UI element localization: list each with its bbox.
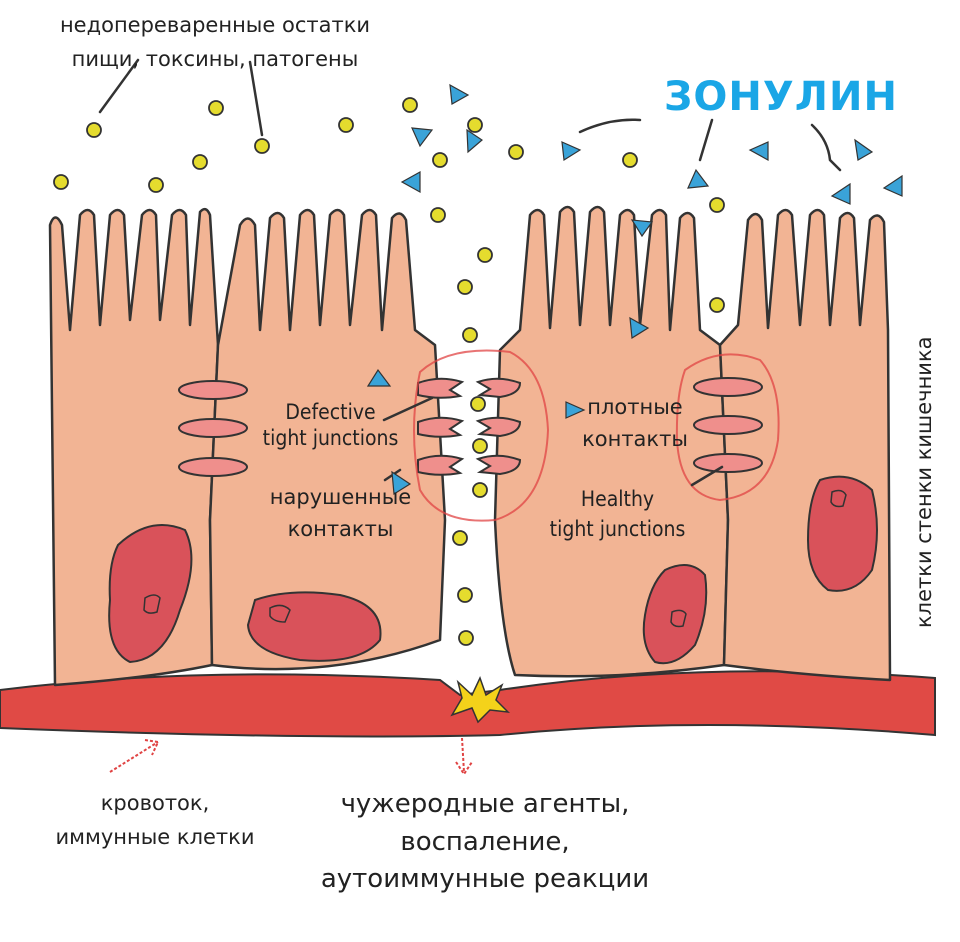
nucleus-4 [806, 475, 878, 592]
defective-en-line2: tight junctions [262, 426, 399, 451]
defective-en-line1: Defective [285, 400, 376, 424]
top-debris-line2: пищи, токсины, патогены [71, 47, 359, 72]
wall-cells-label: клетки стенки кишечника [912, 336, 936, 628]
healthy-en-line1: Healthy [580, 487, 655, 511]
red-arrows [109, 737, 473, 776]
junctions-left-healthy [178, 380, 248, 477]
nucleus-2 [246, 591, 382, 662]
healthy-ru-line2: контакты [582, 427, 688, 452]
defective-ru-label: нарушенные контакты [258, 484, 423, 543]
top-debris-line1: недопереваренные остатки [59, 13, 371, 37]
zonulin-molecules [366, 83, 903, 496]
result-line1: чужеродные агенты, [340, 789, 630, 819]
zonulin-label: ЗОНУЛИН [664, 74, 898, 120]
result-line3: аутоиммунные реакции [320, 864, 650, 895]
blood-line2: иммунные клетки [55, 825, 255, 850]
nucleus-1 [108, 524, 193, 664]
result-label: чужеродные агенты, воспаление, аутоиммун… [280, 786, 690, 899]
healthy-en-label: Healthy tight junctions [530, 486, 705, 543]
intestinal-cell-4 [718, 208, 892, 682]
healthy-ru-line1: плотные [587, 395, 683, 419]
result-line2: воспаление, [400, 826, 570, 857]
healthy-ru-label: плотные контакты [580, 394, 690, 453]
blood-line1: кровоток, [100, 791, 210, 815]
pointer-lines [98, 58, 842, 487]
intestinal-cell-1 [48, 207, 220, 687]
defective-highlight-circle [413, 349, 550, 522]
defective-ru-line1: нарушенные [269, 485, 412, 509]
intestinal-cell-2 [208, 208, 447, 671]
defective-ru-line2: контакты [287, 517, 394, 542]
junctions-healthy [693, 377, 763, 473]
blood-label: кровоток, иммунные клетки [50, 790, 260, 851]
top-debris-label: недопереваренные остатки пищи, токсины, … [40, 12, 390, 73]
breach-burst [450, 676, 511, 724]
healthy-en-line2: tight junctions [549, 517, 686, 542]
food-particles [53, 97, 725, 646]
healthy-highlight-circle [675, 353, 780, 502]
defective-en-label: Defective tight junctions [248, 399, 413, 452]
intestinal-cell-3 [493, 205, 730, 678]
junctions-defective [417, 377, 522, 476]
